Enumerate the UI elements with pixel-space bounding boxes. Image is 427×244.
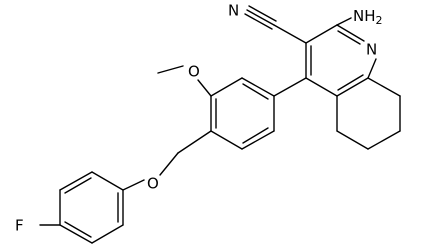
double-bond-inner	[337, 30, 361, 45]
bond	[241, 130, 275, 150]
bond	[210, 77, 243, 97]
bond	[336, 24, 365, 42]
amine-label: NH	[353, 7, 376, 25]
double-bond-inner	[64, 177, 92, 194]
bond	[241, 77, 275, 97]
ether-oxygen-atom: O	[147, 175, 159, 193]
amine-group: NH2	[353, 7, 383, 28]
bond-o-ch2	[159, 152, 179, 176]
bond	[367, 77, 401, 97]
double-bond-inner	[242, 83, 269, 100]
double-bond-inner	[64, 221, 92, 238]
bond	[59, 224, 93, 244]
triple-bond-line	[246, 9, 275, 26]
bond	[91, 171, 124, 191]
bond	[210, 130, 243, 150]
methoxy-oxygen-atom: O	[188, 63, 200, 81]
triple-bond-line	[248, 5, 277, 22]
bond	[336, 77, 369, 97]
bond	[305, 77, 338, 97]
fluorophenyl-ring	[59, 171, 124, 244]
fluorine-atom: F	[15, 217, 24, 235]
bond-aryl-o	[122, 179, 145, 191]
bond	[367, 58, 377, 79]
bond	[305, 24, 338, 44]
nitrile-nitrogen-atom: N	[228, 2, 239, 20]
double-bond-inner	[242, 127, 269, 144]
amine-subscript: 2	[376, 14, 383, 27]
pyridine-ring	[305, 24, 377, 97]
nitrile-triple-bond	[244, 5, 277, 30]
bond	[336, 130, 369, 150]
bond	[367, 130, 401, 150]
bond	[91, 224, 124, 244]
bond-c-cn	[273, 24, 307, 44]
double-bond-inner	[337, 74, 364, 91]
methoxyphenyl-ring	[210, 77, 275, 150]
bond-ch2-aryl	[177, 130, 212, 154]
triple-bond-line	[244, 13, 273, 30]
bond	[59, 171, 93, 191]
bond-o-methyl	[157, 65, 184, 74]
bond-c-nh2	[336, 17, 352, 26]
bond-aryl-quinoline	[273, 77, 307, 97]
bond-aryl-ome	[197, 79, 212, 97]
ring-nitrogen-atom: N	[366, 41, 377, 59]
cyclohexane-ring	[336, 77, 401, 150]
